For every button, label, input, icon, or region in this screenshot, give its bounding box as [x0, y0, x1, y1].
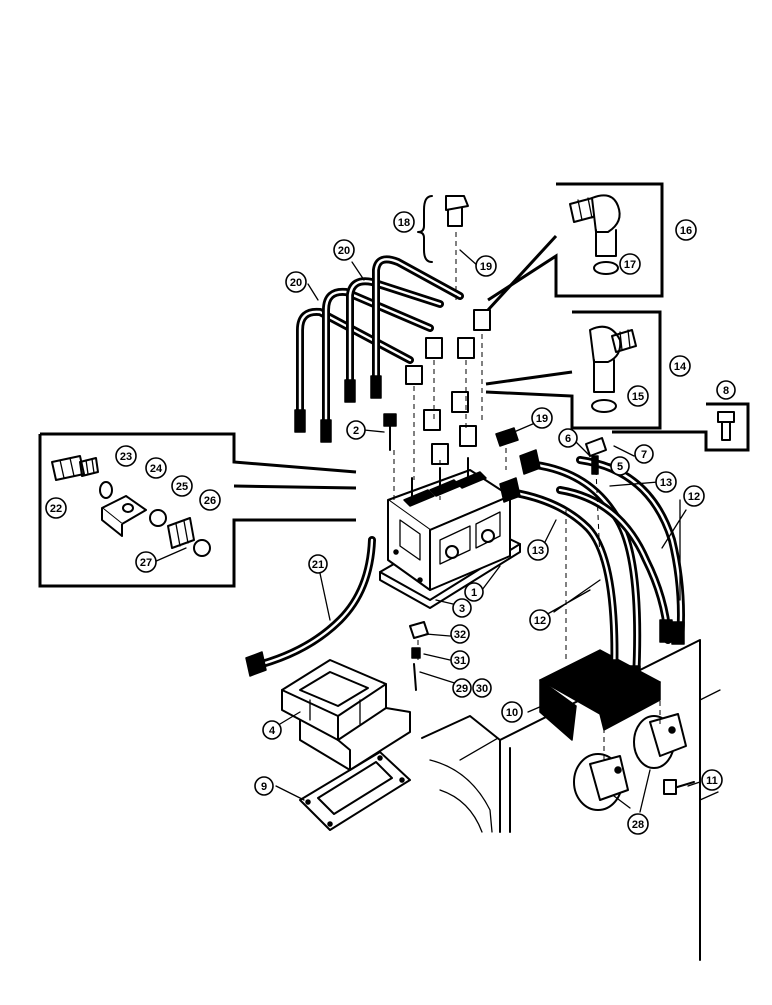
callout-label-4: 4: [269, 725, 276, 737]
callout-c18: 18: [393, 211, 415, 233]
callout-c5: 5: [610, 456, 630, 476]
callout-c8: 8: [716, 380, 736, 400]
callout-c13a: 13: [655, 471, 677, 493]
parts-5-7: [585, 437, 607, 475]
callout-c4: 4: [262, 720, 282, 740]
callout-c32: 32: [450, 624, 470, 644]
callout-label-23: 23: [120, 451, 132, 463]
callout-label-14: 14: [674, 361, 687, 373]
callout-c3: 3: [452, 598, 472, 618]
callout-c28: 28: [627, 813, 649, 835]
callout-label-12b: 12: [534, 615, 546, 627]
callout-label-15: 15: [632, 391, 644, 403]
callout-label-18: 18: [398, 217, 410, 229]
lines-part-20: [294, 255, 464, 443]
elbow-fittings: [405, 195, 491, 465]
callout-label-17: 17: [624, 259, 636, 271]
callout-label-11: 11: [706, 775, 718, 787]
callout-label-7: 7: [641, 449, 647, 461]
bolt-part-2: [383, 413, 397, 451]
callout-c19b: 19: [531, 407, 553, 429]
callout-label-10: 10: [506, 707, 518, 719]
callout-c19a: 19: [475, 255, 497, 277]
callout-c17: 17: [619, 253, 641, 275]
callout-c1: 1: [464, 582, 484, 602]
callout-c27: 27: [135, 551, 157, 573]
callout-c25: 25: [171, 475, 193, 497]
callout-c14: 14: [669, 355, 691, 377]
callout-label-3: 3: [459, 603, 465, 615]
callout-label-9: 9: [261, 781, 267, 793]
callout-c30: 30: [472, 678, 492, 698]
callout-c21: 21: [308, 554, 328, 574]
callout-label-12a: 12: [688, 491, 700, 503]
callout-label-13a: 13: [660, 477, 672, 489]
callout-c31: 31: [450, 650, 470, 670]
callout-c6: 6: [558, 428, 578, 448]
bolt-part-11: [663, 779, 695, 795]
callout-label-19b: 19: [536, 413, 548, 425]
callout-c2: 2: [346, 420, 366, 440]
callout-c13b: 13: [527, 539, 549, 561]
callout-label-31: 31: [454, 655, 466, 667]
callout-label-24: 24: [150, 463, 163, 475]
callout-label-20b: 20: [290, 277, 302, 289]
callout-c12a: 12: [683, 485, 705, 507]
parts-29-32: [409, 621, 429, 691]
brace-18: [417, 195, 433, 263]
callout-label-6: 6: [565, 433, 571, 445]
callout-label-2: 2: [353, 425, 359, 437]
callout-c24: 24: [145, 457, 167, 479]
couplers-part-28: [573, 713, 687, 811]
callout-label-19a: 19: [480, 261, 492, 273]
callout-label-32: 32: [454, 629, 466, 641]
callout-label-25: 25: [176, 481, 188, 493]
callout-c29: 29: [452, 678, 472, 698]
callout-c26: 26: [199, 489, 221, 511]
callout-label-20a: 20: [338, 245, 350, 257]
callout-label-30: 30: [476, 683, 488, 695]
callout-label-29: 29: [456, 683, 468, 695]
callout-c9: 9: [254, 776, 274, 796]
adapter-part-4: [281, 659, 411, 771]
callout-label-1: 1: [471, 587, 477, 599]
detail-box-14-15: [485, 310, 662, 430]
callout-label-28: 28: [632, 819, 644, 831]
callout-label-8: 8: [723, 385, 729, 397]
leader-lines: [153, 249, 701, 813]
callout-c23: 23: [115, 445, 137, 467]
gasket-part-9: [299, 751, 411, 831]
callout-c7: 7: [634, 444, 654, 464]
callout-c12b: 12: [529, 609, 551, 631]
detail-box-16-17: [486, 182, 664, 312]
detail-box-8: [612, 402, 750, 452]
detail-box-22-27: [38, 432, 357, 588]
callout-c20a: 20: [333, 239, 355, 261]
callout-label-21: 21: [312, 559, 324, 571]
callout-c15: 15: [627, 385, 649, 407]
callout-label-27: 27: [140, 557, 152, 569]
callout-label-13b: 13: [532, 545, 544, 557]
callout-label-22: 22: [50, 503, 62, 515]
callout-label-5: 5: [617, 461, 623, 473]
alignment-lines: [393, 232, 661, 760]
callout-c20b: 20: [285, 271, 307, 293]
hose-part-21: [245, 536, 376, 677]
callout-c11: 11: [701, 769, 723, 791]
callout-c22: 22: [45, 497, 67, 519]
fitting-part-19-right: [495, 427, 519, 447]
callout-c10: 10: [501, 701, 523, 723]
callout-label-26: 26: [204, 495, 216, 507]
callout-c16: 16: [675, 219, 697, 241]
callout-label-16: 16: [680, 225, 692, 237]
